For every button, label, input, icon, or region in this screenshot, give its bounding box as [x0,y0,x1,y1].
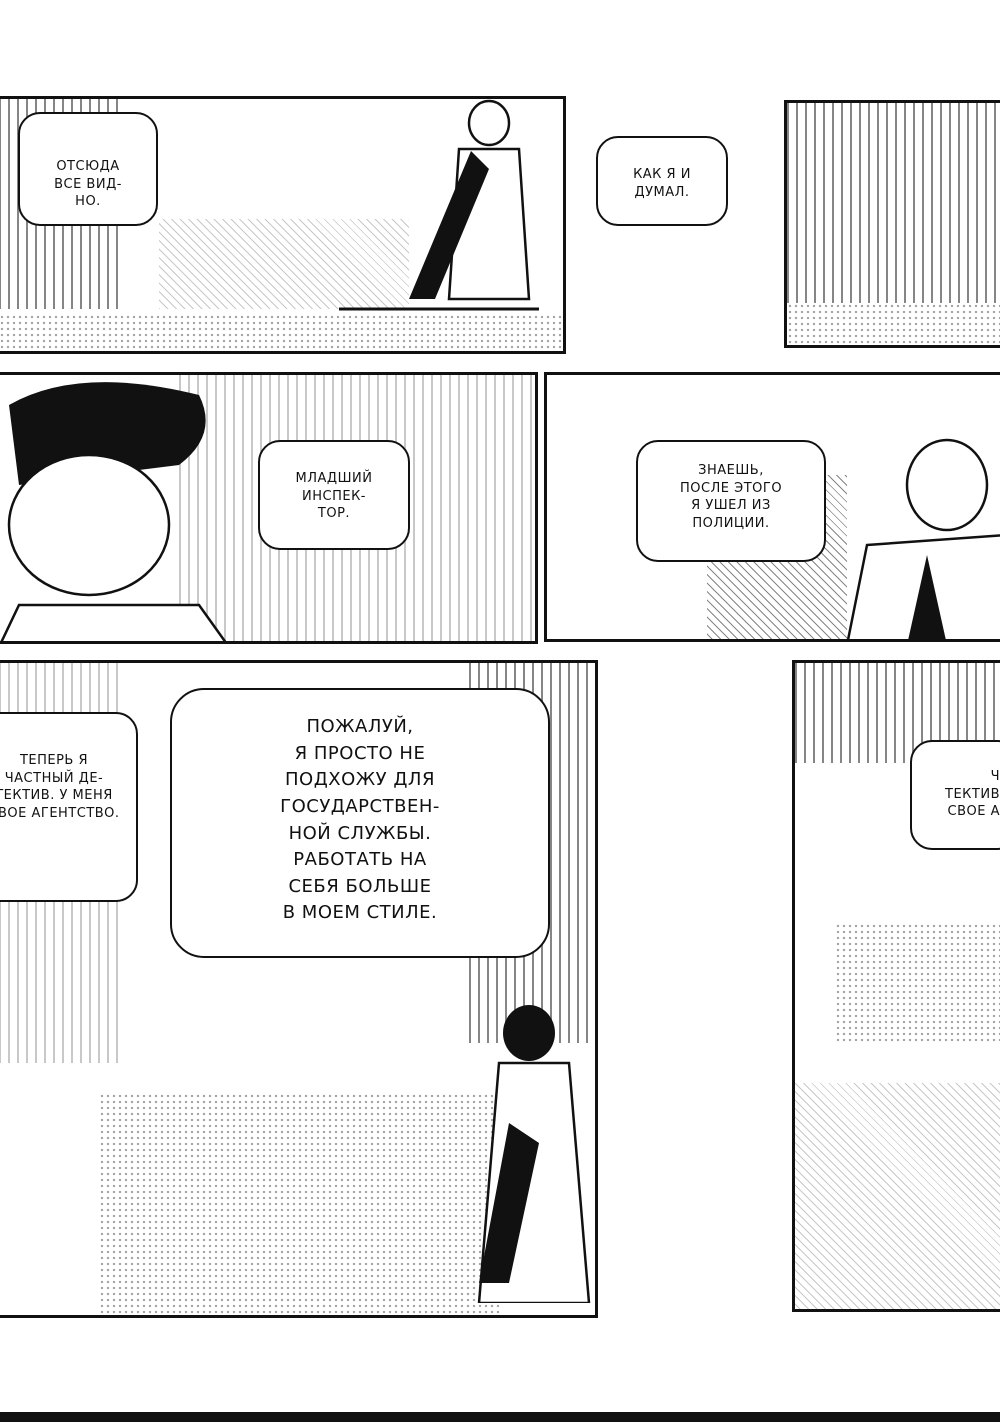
page-bottom-edge [0,1412,1000,1422]
railing-hatching [159,219,409,309]
figure-man-walking [477,1005,591,1303]
figure-young-man-face [0,382,227,641]
speech-bubble-4 [636,440,826,562]
speech-bubble-5 [0,712,138,902]
shadow-texture [835,923,1000,1043]
speech-bubble-3 [258,440,410,550]
panel-rooftop-right [784,100,1000,348]
speech-text-6: Пожалуй, я просто не подхожу для государ… [280,716,440,924]
speech-bubble-1 [18,112,158,226]
ground-texture [787,303,1000,345]
speech-bubble-7 [910,740,1000,850]
street-texture [99,1093,499,1315]
figure-man-standing [339,99,539,311]
speech-text-3: Младший инспек- тор. [295,471,373,522]
speech-text-4: Знаешь, после этого я ушел из полиции. [679,463,783,531]
speech-bubble-6 [170,688,550,958]
street-hatching [795,1083,1000,1309]
figure-older-man [846,438,1000,639]
speech-text-7: Ч тектив свое а [945,769,1000,820]
background-hatching [787,103,1000,303]
speech-text-1: Отсюда все вид- но. [54,159,122,210]
speech-text-2: Как я и думал. [633,167,691,200]
rooftop-ground-texture [0,314,563,351]
speech-bubble-2 [596,136,728,226]
speech-text-5: Теперь я частный де- тектив. У меня свое… [0,753,120,821]
